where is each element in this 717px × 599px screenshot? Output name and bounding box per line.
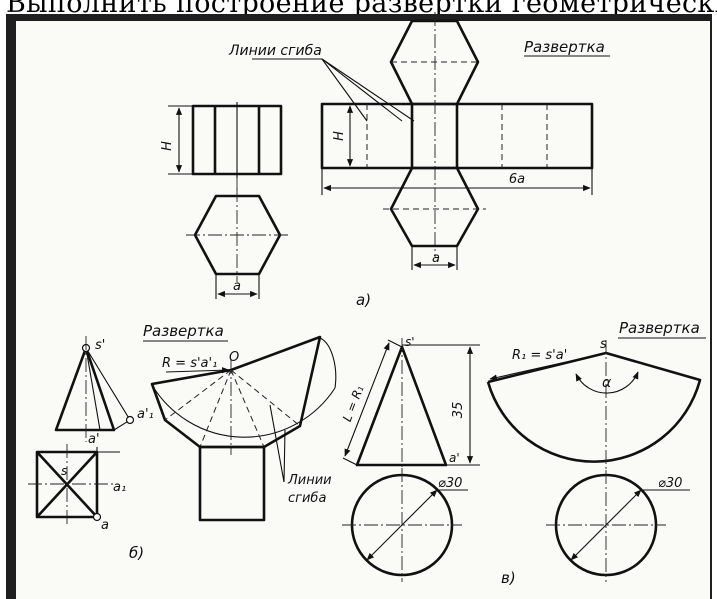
fold-lines-label-a: Линии сгиба bbox=[228, 43, 322, 59]
a1-label: a₁ bbox=[113, 480, 126, 495]
fig-a-prism-net: a bbox=[320, 12, 594, 270]
diam-30-left-label: ⌀30 bbox=[438, 476, 462, 491]
fig-a-caption: а) bbox=[356, 291, 371, 309]
s-cone-label: s' bbox=[405, 335, 415, 349]
fig-v-caption: в) bbox=[501, 569, 516, 587]
fig-a-net-dimensions: 6a H bbox=[321, 105, 593, 195]
r1-formula-label: R₁ = s'a' bbox=[512, 348, 567, 363]
fig-b-caption: б) bbox=[129, 544, 144, 562]
s-fan-label: s bbox=[600, 337, 607, 352]
fig-a-leaders: Линии сгиба Развертка а) bbox=[228, 38, 610, 309]
h-label-right: H bbox=[332, 131, 347, 141]
razvertka-label-v: Развертка bbox=[619, 319, 700, 337]
s-point-label: s bbox=[61, 464, 67, 478]
header-band: Выполнить построение развертки геометрич… bbox=[0, 0, 717, 14]
a1-prime-label: a'₁ bbox=[137, 407, 154, 422]
fig-v-cone-base-circle: ⌀30 bbox=[546, 470, 690, 582]
fig-v-cone-front-view: 35 L = R₁ s' a' bbox=[340, 335, 480, 472]
header-text: Выполнить построение развертки геометрич… bbox=[6, 0, 717, 14]
a-prime-label: a' bbox=[88, 432, 100, 447]
fig-a-height-dimension-left: H bbox=[160, 105, 193, 175]
o-point-label: O bbox=[229, 350, 239, 365]
fold-lines-label-b1: Линии bbox=[287, 473, 332, 488]
a-label-hex: a bbox=[233, 279, 241, 294]
h-label-left: H bbox=[160, 141, 175, 151]
a-cone-label: a' bbox=[449, 451, 460, 465]
diam-30-right-label: ⌀30 bbox=[658, 476, 682, 491]
six-a-label: 6a bbox=[509, 172, 525, 187]
fig-b-pyramid-front-view: s' a'₁ a' bbox=[54, 336, 154, 447]
a-label-net: a bbox=[432, 251, 440, 266]
fig-b-pyramid-net: R = s'a'₁ O Развертка Линии сгиба б) bbox=[129, 322, 337, 562]
fig-a-prism-top-view: a bbox=[186, 188, 290, 299]
fig-b-pyramid-top-view: s a₁ a bbox=[28, 444, 126, 533]
razvertka-label-b: Развертка bbox=[143, 322, 224, 340]
a-point-label: a bbox=[101, 518, 109, 533]
razvertka-label-a: Развертка bbox=[524, 38, 605, 56]
fig-v-cone-top-view: ⌀30 в) bbox=[342, 468, 516, 587]
l-formula-label: L = R₁ bbox=[340, 383, 367, 423]
fig-a-prism-front-view bbox=[191, 102, 283, 190]
alpha-label: α bbox=[602, 375, 612, 391]
fold-lines-label-b2: сгиба bbox=[288, 491, 326, 506]
fig-v-cone-net: R₁ = s'a' s α Развертка bbox=[486, 319, 706, 470]
s-prime-label: s' bbox=[95, 338, 105, 353]
dim-35-label: 35 bbox=[451, 402, 466, 419]
r-formula-label: R = s'a'₁ bbox=[162, 356, 217, 371]
